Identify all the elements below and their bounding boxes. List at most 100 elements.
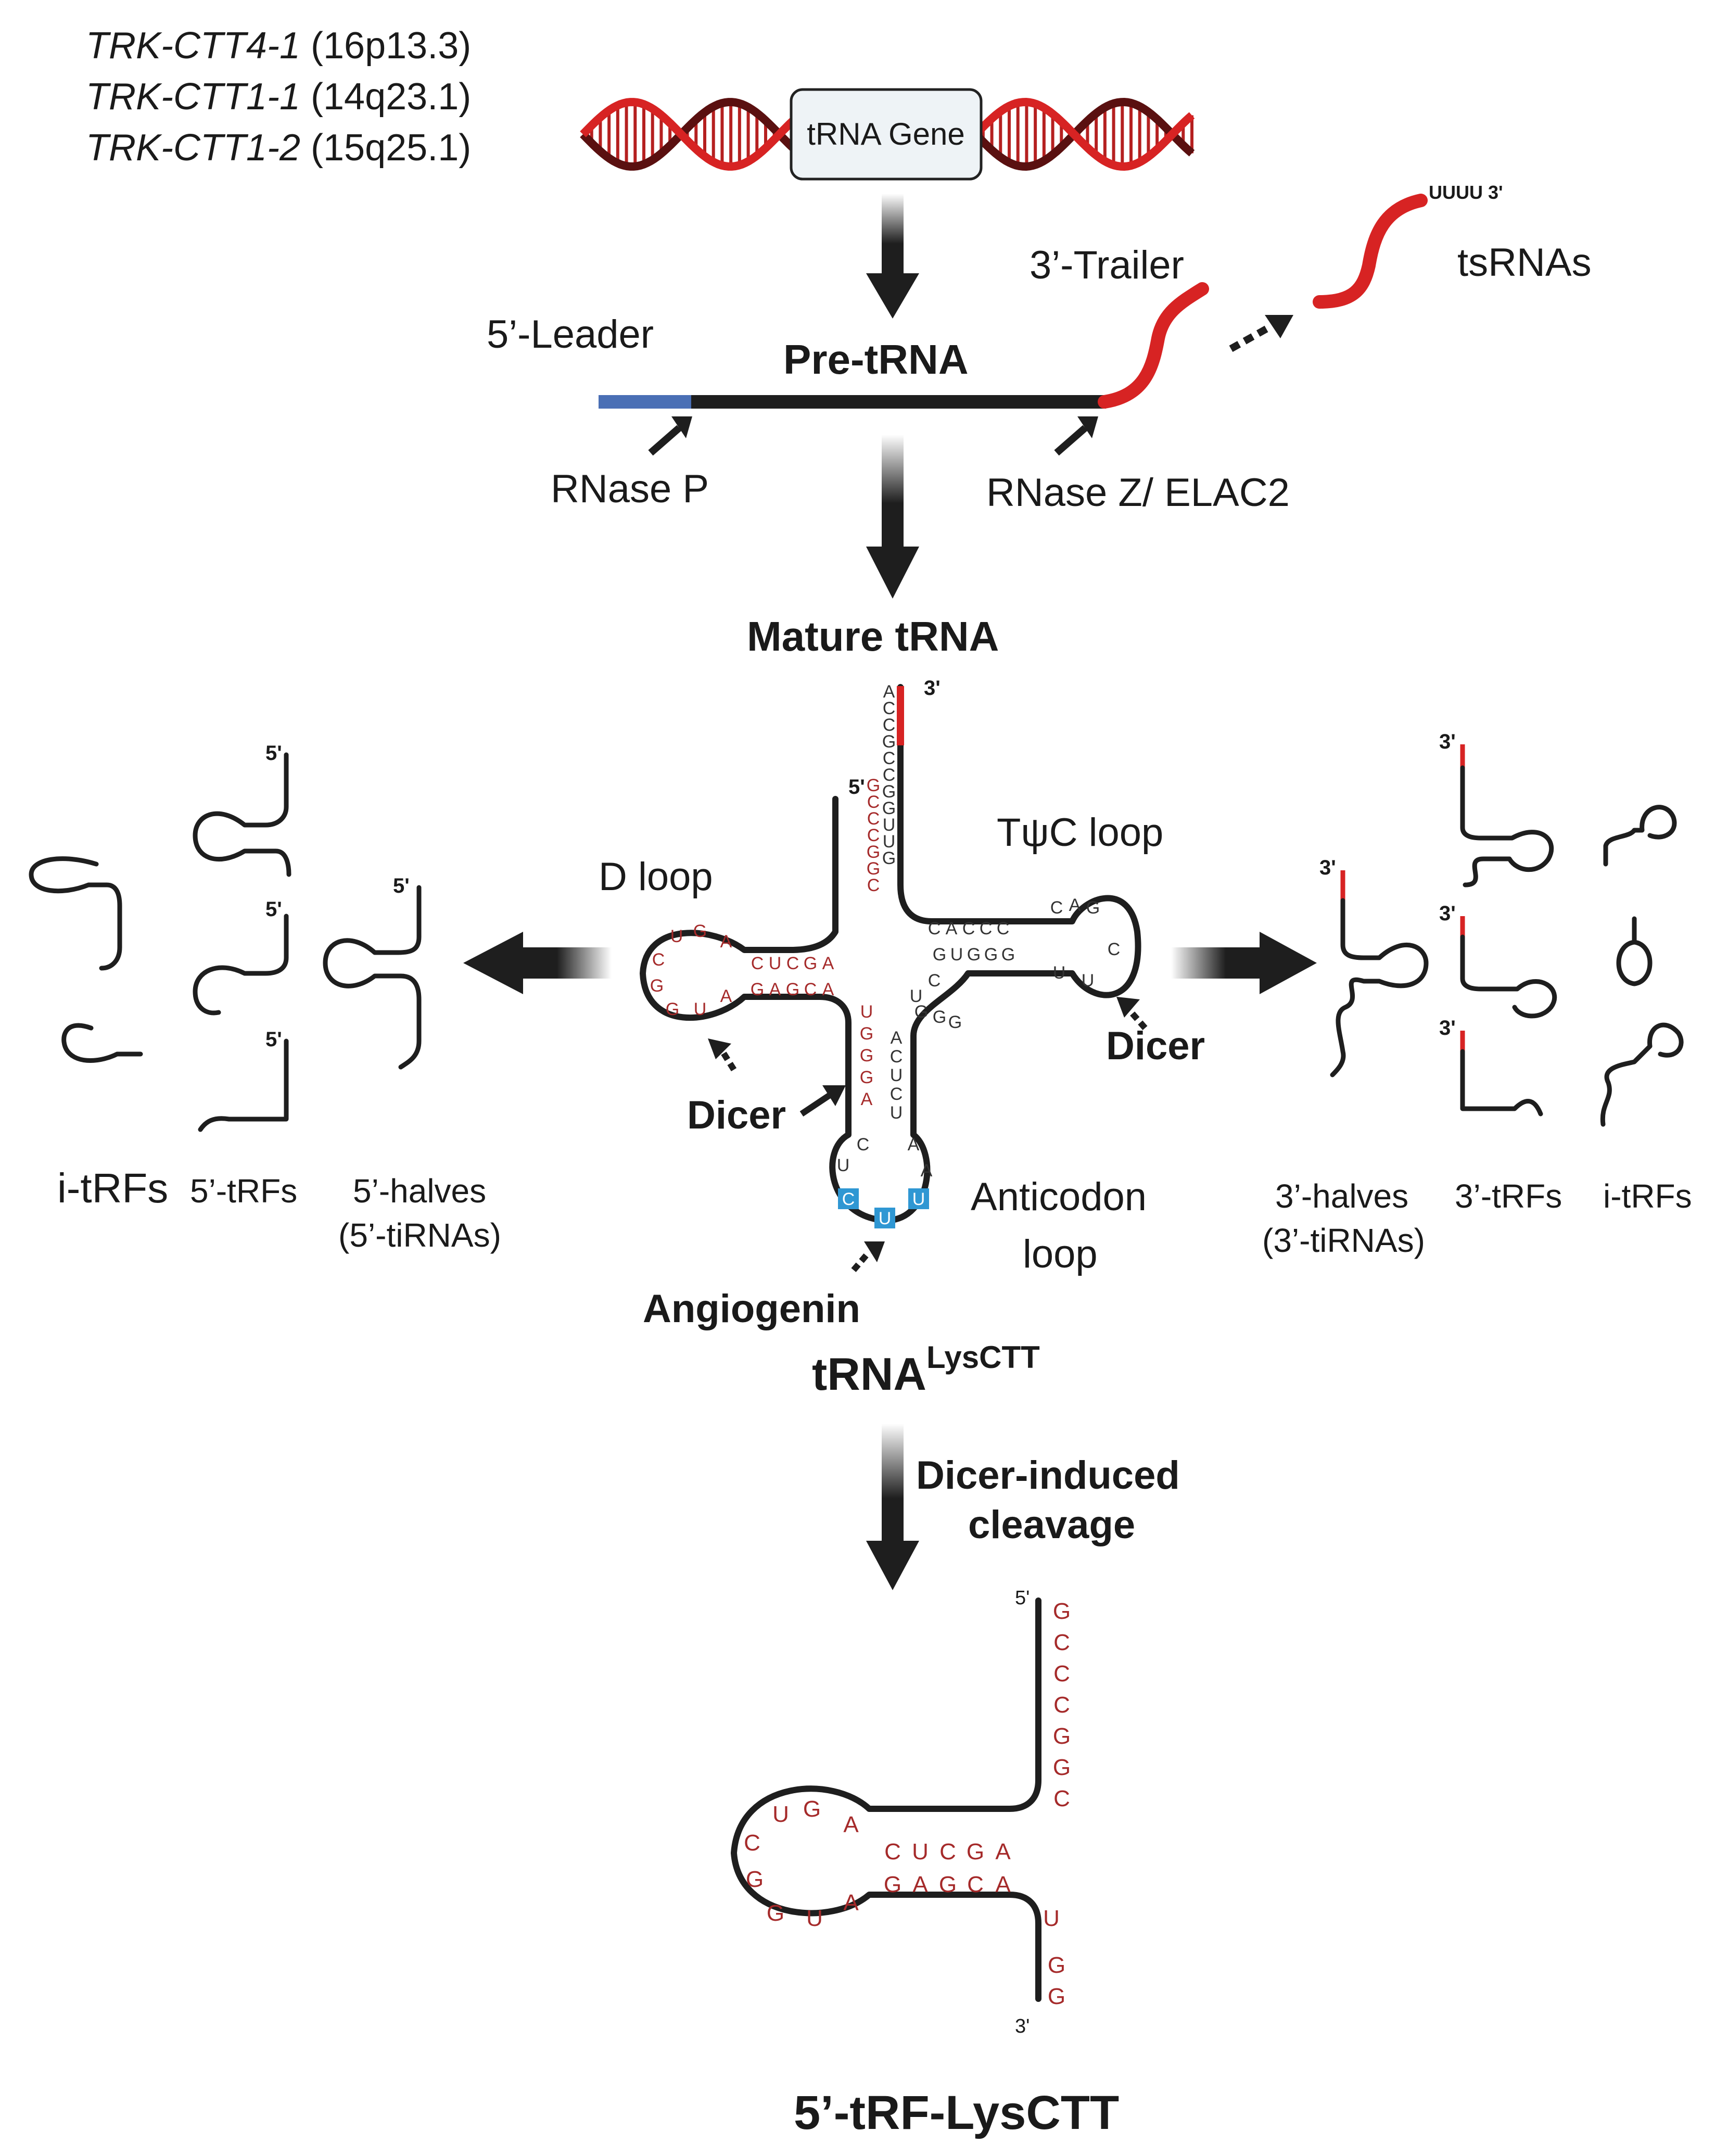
gene-2: TRK-CTT1-1 (14q23.1) xyxy=(86,76,471,118)
ac-loop-right-nt-0: A xyxy=(908,1135,920,1155)
product-title: 5’-tRF-LysCTT xyxy=(794,2086,1119,2139)
d-stem-top-nt-2: C xyxy=(786,954,799,973)
d-loop-nt-1: G xyxy=(693,921,707,941)
product-dbottom-nt-3: C xyxy=(967,1872,984,1897)
ac-stem-right-nt-4: U xyxy=(890,1103,903,1123)
d-stem-bottom-nt-1: A xyxy=(769,980,781,999)
anticodon-c: C xyxy=(842,1189,855,1209)
mature-5prime: 5' xyxy=(848,776,865,798)
d-stem-top-nt-3: G xyxy=(804,954,817,973)
anticodon-c-box xyxy=(838,1188,859,1209)
ac-stem-right-nt-2: U xyxy=(890,1066,903,1085)
5-trf-5prime-2: 5' xyxy=(265,898,282,921)
acceptor-5p-nt-2: C xyxy=(867,809,880,829)
arrow-pretrna-to-mature xyxy=(866,435,919,599)
uuuu-label: UUUU 3' xyxy=(1429,182,1503,203)
mature-trna-title: Mature tRNA xyxy=(747,613,999,660)
5-half-5prime: 5' xyxy=(393,874,410,897)
t-stem-top-nt-3: C xyxy=(980,919,993,939)
acceptor-3p-nt-6: G xyxy=(882,782,896,802)
t-stem-bottom-nt-4: G xyxy=(1001,945,1015,965)
rnase-p-label: RNase P xyxy=(551,467,709,511)
acceptor-3p-nt-5: C xyxy=(883,765,896,785)
d-stem-bottom-nt-4: A xyxy=(822,980,834,999)
acceptor-5p-nt-3: C xyxy=(867,826,880,845)
3-half-3prime: 3' xyxy=(1319,856,1336,879)
product-dbottom-nt-1: A xyxy=(912,1872,928,1897)
anticodon-u2-box xyxy=(908,1188,929,1209)
dicer-arrow-t xyxy=(1124,1005,1148,1030)
t-stem-bottom-nt-1: U xyxy=(950,945,963,965)
rnase-z-label: RNase Z/ ELAC2 xyxy=(986,471,1290,515)
product-dbottom-nt-2: G xyxy=(939,1872,957,1897)
arrow-to-product: Dicer-induced cleavage xyxy=(866,1424,1180,1590)
variable-nt-1: U xyxy=(910,986,923,1006)
acceptor-5p-nt-6: C xyxy=(867,876,880,895)
arrow-gene-to-pretrna xyxy=(866,194,919,319)
gene-3: TRK-CTT1-2 (15q25.1) xyxy=(86,127,471,169)
product-loop-nt-2: A xyxy=(843,1812,859,1837)
anticodon-u1: U xyxy=(879,1209,892,1228)
acceptor-5p-nt-1: C xyxy=(867,792,880,812)
product-dtop-nt-3: G xyxy=(967,1839,984,1865)
ac-stem-left-nt-4: A xyxy=(861,1089,873,1109)
trna-gene-label: tRNA Gene xyxy=(807,117,965,151)
product-loop-nt-7: A xyxy=(843,1890,859,1916)
3-trf-3prime-3: 3' xyxy=(1439,1017,1456,1039)
acceptor-5p-nt-0: G xyxy=(867,776,880,795)
t-loop-nt-4: U xyxy=(1053,963,1066,983)
anticodon-u1-box xyxy=(874,1208,895,1228)
3-trf-fragment-1 xyxy=(1460,765,1554,887)
t-stem-top-nt-2: C xyxy=(962,919,975,939)
acceptor-5p-nt-4: G xyxy=(867,842,880,862)
right-i-trfs-label: i-tRFs xyxy=(1603,1177,1692,1215)
d-stem-top-nt-0: C xyxy=(751,954,764,973)
product-stem-nt-6: C xyxy=(1053,1786,1070,1811)
t-stem-bottom-nt-3: G xyxy=(984,945,998,965)
cleavage-label-1: Dicer-induced xyxy=(916,1453,1180,1498)
t-loop-nt-0: C xyxy=(1050,898,1063,918)
d-stem-bottom-nt-3: C xyxy=(804,980,817,999)
right-fragments: 3' 3' 3' 3' 3’-halves (3’-tiRNAs) 3’-tRF… xyxy=(1262,730,1692,1259)
right-i-trf-fragment-3 xyxy=(1600,1022,1684,1127)
tsrna-fragment xyxy=(1313,194,1428,309)
d-loop-nt-5: G xyxy=(666,999,679,1019)
ac-stem-left-nt-0: U xyxy=(860,1002,873,1022)
trailer-segment xyxy=(1098,282,1209,409)
trna-gene-box: tRNA Gene xyxy=(790,88,983,181)
trna-lys-name: tRNALysCTT xyxy=(812,1340,1040,1400)
t-stem-top-nt-0: C xyxy=(928,919,941,939)
leader-label: 5’-Leader xyxy=(487,312,654,357)
acceptor-3p-nt-9: U xyxy=(883,832,896,852)
3-trf-fragment-2 xyxy=(1460,934,1557,1019)
product-stem-nt-5: G xyxy=(1053,1755,1071,1780)
right-i-trf-fragment-1 xyxy=(1603,805,1677,867)
ac-stem-right-nt-0: A xyxy=(891,1028,903,1048)
t-loop-nt-2: G xyxy=(1086,898,1100,918)
d-loop-nt-0: U xyxy=(670,927,683,946)
anticodon-u2: U xyxy=(912,1189,925,1209)
product-tail-nt-1: G xyxy=(1048,1952,1065,1978)
acceptor-3p-nt-0: A xyxy=(883,682,895,702)
ac-stem-left-nt-1: G xyxy=(860,1024,873,1044)
ac-stem-left-nt-2: G xyxy=(860,1046,873,1066)
arrow-to-left-fragments xyxy=(463,932,612,994)
acceptor-5p-nt-5: G xyxy=(867,859,880,879)
left-5-trfs-label: 5’-tRFs xyxy=(190,1172,297,1210)
3-trf-3prime-1: 3' xyxy=(1439,730,1456,753)
acceptor-3p-nt-4: C xyxy=(883,749,896,768)
acceptor-3p-nt-3: G xyxy=(882,732,896,752)
variable-nt-4: G xyxy=(948,1012,962,1032)
5-trf-fragment-2 xyxy=(193,914,289,1016)
ac-loop-right-nt-1: A xyxy=(921,1161,933,1181)
d-loop-nt-7: A xyxy=(720,986,732,1006)
5-trf-5prime-1: 5' xyxy=(265,742,282,765)
t-stem-top-nt-1: A xyxy=(946,919,958,939)
dicer-label-right: Dicer xyxy=(1106,1024,1205,1068)
gene-list: TRK-CTT4-1 (16p13.3) TRK-CTT1-1 (14q23.1… xyxy=(86,25,471,169)
product-stem-nt-0: G xyxy=(1053,1599,1071,1624)
acceptor-3p-nt-7: G xyxy=(882,798,896,818)
5-trf-5prime-3: 5' xyxy=(265,1028,282,1051)
